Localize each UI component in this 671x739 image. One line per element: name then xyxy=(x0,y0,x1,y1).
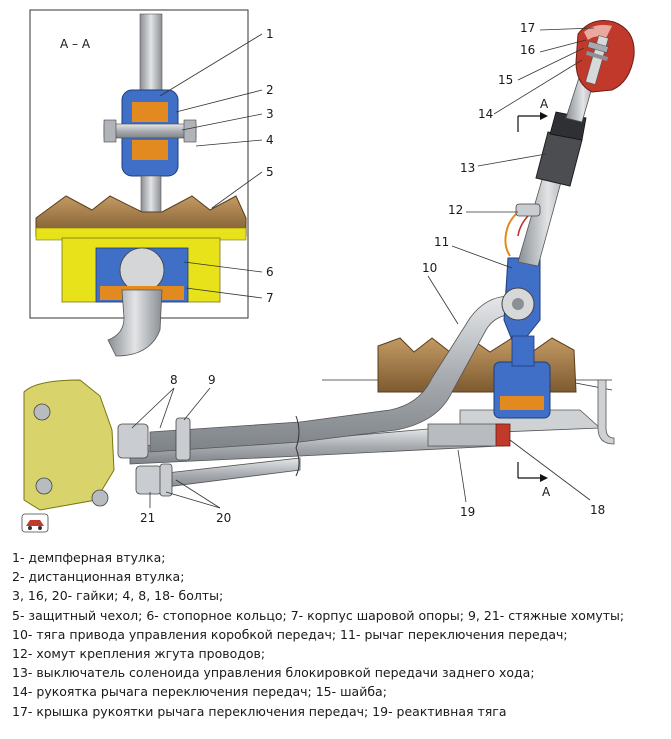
inset-nut-right xyxy=(183,119,197,143)
brand-logo xyxy=(21,513,49,533)
callout-2: 2 xyxy=(266,83,274,97)
legend-line-1: 1- демпферная втулка; xyxy=(12,550,166,565)
callout-9: 9 xyxy=(208,373,216,387)
callout-12: 12 xyxy=(448,203,463,217)
inset-label: А – А xyxy=(60,37,91,51)
knob-washer xyxy=(585,51,609,61)
callout-4: 4 xyxy=(266,133,274,147)
callout-11: 11 xyxy=(434,235,449,249)
callout-15: 15 xyxy=(498,73,513,87)
inset-ball xyxy=(119,247,165,293)
legend-line-2: 2- дистанционная втулка; xyxy=(12,569,185,585)
reactive-rod-bracket xyxy=(427,423,505,447)
clamp-21 xyxy=(135,465,163,495)
callout-21: 21 xyxy=(140,511,155,525)
bolt-18 xyxy=(495,423,511,447)
legend-line-7: 13- выключатель соленоида управления бло… xyxy=(12,665,535,681)
callout-3: 3 xyxy=(266,107,274,121)
callout-5: 5 xyxy=(266,165,274,179)
callout-7: 7 xyxy=(266,291,274,305)
section-letter-top: А xyxy=(540,97,549,111)
clamp-8 xyxy=(117,423,149,459)
section-letter-bottom: А xyxy=(542,485,551,499)
knob-nut xyxy=(587,41,609,53)
bracket-bolt-right xyxy=(91,489,109,507)
inset-tube xyxy=(107,289,163,357)
section-inset: А – А xyxy=(29,9,249,357)
inset-spacer-bush xyxy=(132,102,168,122)
bracket-bolt-top xyxy=(33,403,51,421)
section-mark-top: А xyxy=(517,97,549,132)
legend-line-6: 12- хомут крепления жгута проводов; xyxy=(12,646,266,662)
knob-cap xyxy=(584,24,612,40)
inset-nut-left xyxy=(103,119,117,143)
callout-18: 18 xyxy=(590,503,605,517)
legend-line-3: 3, 16, 20- гайки; 4, 8, 18- болты; xyxy=(12,588,224,604)
callout-14: 14 xyxy=(478,107,493,121)
legend-line-4: 5- защитный чехол; 6- стопорное кольцо; … xyxy=(12,607,625,623)
right-bracket xyxy=(597,379,615,445)
legend-line-8: 14- рукоятка рычага переключения передач… xyxy=(12,684,387,700)
inset-spacer-bush-lower xyxy=(132,140,168,160)
legend-line-5: 10- тяга привода управления коробкой пер… xyxy=(12,626,568,642)
lever-neck xyxy=(511,335,535,367)
lever-pivot-center xyxy=(512,298,524,310)
break-line xyxy=(295,415,300,477)
ball-housing-ring xyxy=(500,396,544,410)
harness-clamp xyxy=(515,203,541,217)
bracket-bolt-left xyxy=(35,477,53,495)
callout-8: 8 xyxy=(170,373,178,387)
section-mark-bottom: А xyxy=(517,462,551,499)
parts-legend: 1- демпферная втулка; 2- дистанционная в… xyxy=(12,548,662,721)
callout-6: 6 xyxy=(266,265,274,279)
callout-19: 19 xyxy=(460,505,475,519)
callout-13: 13 xyxy=(460,161,475,175)
callout-1: 1 xyxy=(266,27,274,41)
callout-10: 10 xyxy=(422,261,437,275)
legend-line-9: 17- крышка рукоятки рычага переключения … xyxy=(12,703,507,719)
solenoid-switch xyxy=(535,131,583,187)
callout-16: 16 xyxy=(520,43,535,57)
leader-lines xyxy=(131,27,595,509)
callout-20: 20 xyxy=(216,511,231,525)
nut-20 xyxy=(159,463,173,497)
clamp-9 xyxy=(175,417,191,461)
gearshift-mechanism-diagram: А – А xyxy=(21,9,635,533)
callout-17: 17 xyxy=(520,21,535,35)
inset-bolt xyxy=(103,123,197,139)
